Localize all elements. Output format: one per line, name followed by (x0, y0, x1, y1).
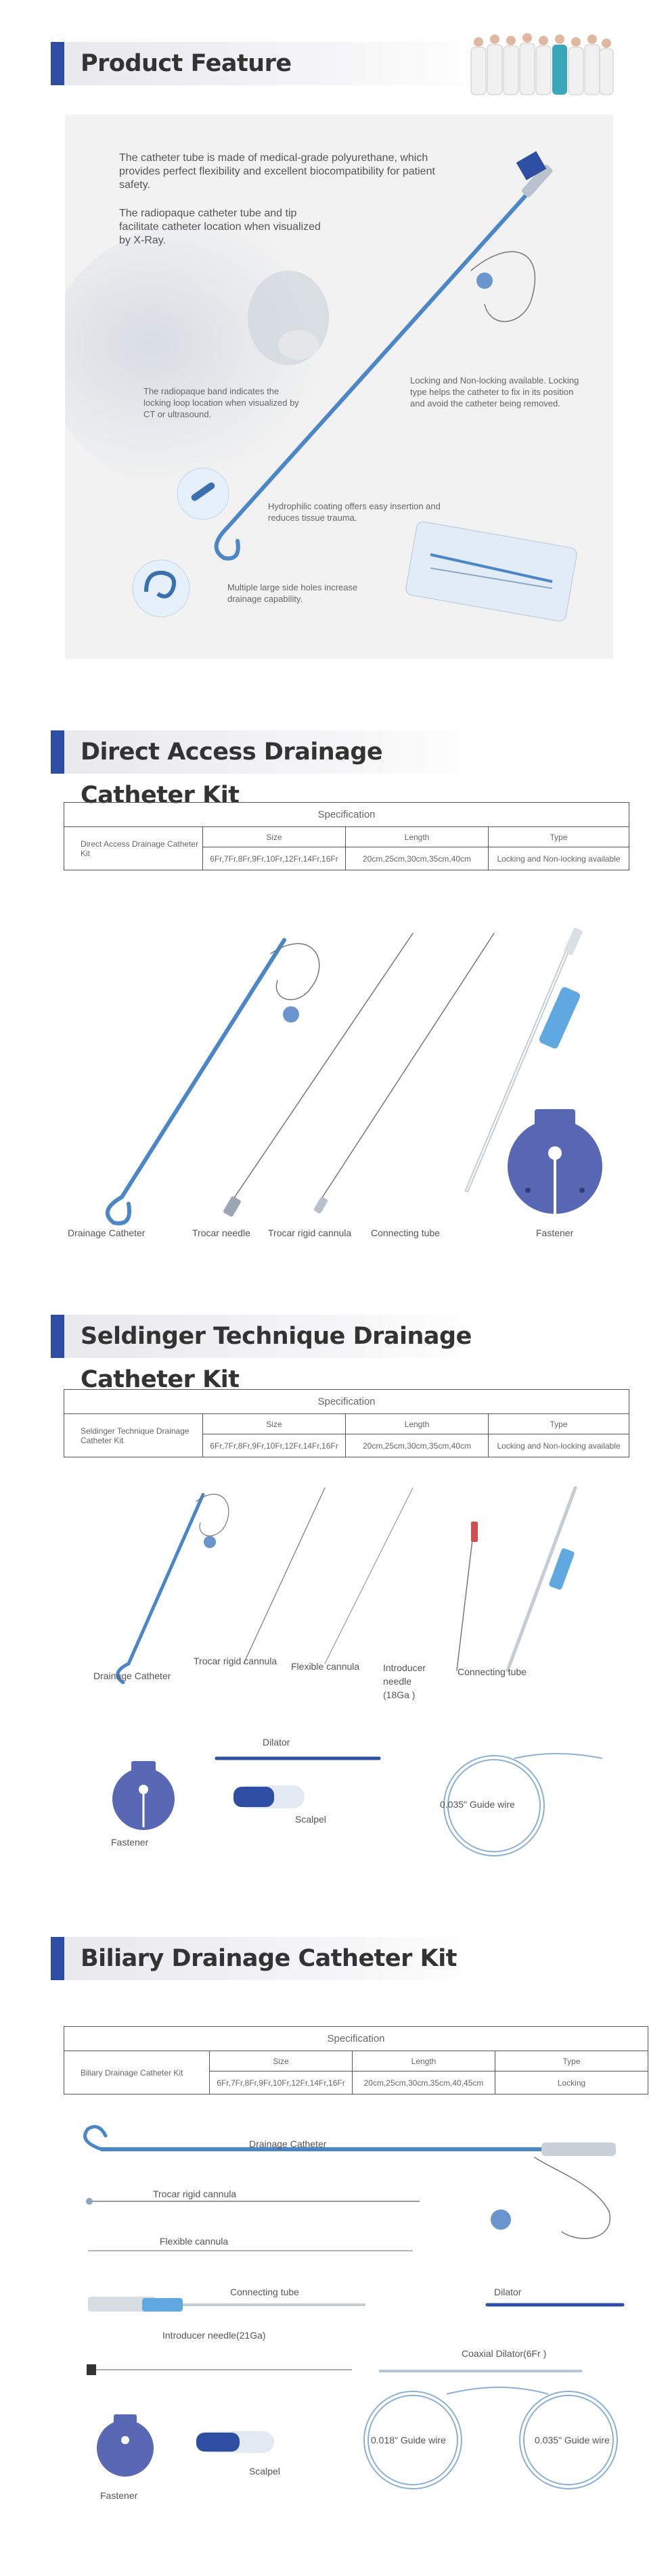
section-accent-bar (51, 730, 64, 774)
spec-value-type: Locking and Non-locking available (488, 1434, 629, 1457)
spec-table-biliary: Specification Biliary Drainage Catheter … (64, 2026, 648, 2094)
spec-table-direct: Specification Direct Access Drainage Cat… (64, 802, 629, 870)
section-header-biliary: Biliary Drainage Catheter Kit (51, 1937, 484, 1980)
item-label-scalpel: Scalpel (249, 2466, 280, 2477)
item-label-dilator: Dilator (494, 2287, 522, 2297)
spec-value-type: Locking (495, 2071, 648, 2094)
spec-value-size: 6Fr,7Fr,8Fr,9Fr,10Fr,12Fr,14Fr,16Fr (202, 847, 346, 870)
fastener-icon (508, 1109, 602, 1214)
catheter-package (405, 521, 577, 622)
section-title: Product Feature (81, 50, 292, 77)
section-title: Seldinger Technique Drainage Catheter Ki… (81, 1323, 472, 1393)
item-label-scalpel: Scalpel (295, 1814, 326, 1825)
item-label-fastener: Fastener (536, 1227, 574, 1238)
feature-text-locking: Locking and Non-locking available. Locki… (410, 375, 579, 408)
item-label-trocar-needle: Trocar needle (192, 1227, 250, 1238)
feature-illustration (65, 151, 577, 622)
item-label-flexible-cannula: Flexible cannula (160, 2236, 229, 2247)
item-label-introducer-needle: Introducer needle (18Ga ) (383, 1662, 426, 1700)
spec-header-length: Length (345, 826, 489, 847)
spec-value-type: Locking and Non-locking available (488, 847, 629, 870)
spec-product-name: Biliary Drainage Catheter Kit (64, 2051, 210, 2094)
section-header-direct: Direct Access Drainage Catheter Kit (51, 730, 484, 809)
item-label-connecting-tube: Connecting tube (371, 1227, 440, 1238)
scalpel-icon (233, 1785, 305, 1808)
spec-header-length: Length (352, 2051, 495, 2071)
spec-caption: Specification (64, 802, 629, 827)
spec-product-name: Direct Access Drainage Catheter Kit (64, 826, 203, 870)
seldinger-accessories (112, 1753, 603, 1856)
feature-text-radiopaque: The radiopaque catheter tube and tip fac… (119, 208, 321, 246)
feature-text-material: The catheter tube is made of medical-gra… (119, 152, 435, 191)
catheter-main (214, 194, 536, 561)
spec-caption: Specification (64, 2026, 648, 2051)
guidewire-icon (363, 2387, 618, 2489)
spec-header-size: Size (209, 2051, 353, 2071)
section-header-feature: Product Feature (51, 42, 484, 85)
spec-table-seldinger: Specification Seldinger Technique Draina… (64, 1389, 629, 1457)
section-header-seldinger: Seldinger Technique Drainage Catheter Ki… (51, 1315, 484, 1393)
item-label-connecting-tube: Connecting tube (457, 1666, 527, 1677)
spec-value-length: 20cm,25cm,30cm,35cm,40cm (345, 1434, 489, 1457)
item-label-trocar-cannula: Trocar rigid cannula (268, 1227, 352, 1238)
medical-team-image (470, 33, 614, 95)
item-label-trocar-cannula: Trocar rigid cannula (194, 1656, 277, 1666)
biliary-kit-illustration (83, 2125, 625, 2489)
item-label-connecting-tube: Connecting tube (230, 2287, 299, 2297)
feature-text-coating: Hydrophilic coating offers easy insertio… (268, 501, 441, 523)
spec-value-size: 6Fr,7Fr,8Fr,9Fr,10Fr,12Fr,14Fr,16Fr (202, 1434, 346, 1457)
spec-value-size: 6Fr,7Fr,8Fr,9Fr,10Fr,12Fr,14Fr,16Fr (209, 2071, 353, 2094)
scalpel-icon (196, 2431, 274, 2453)
spec-header-type: Type (495, 2051, 648, 2071)
item-label-guidewire: 0.035" Guide wire (440, 1799, 515, 1810)
drainage-catheter (83, 2125, 616, 2239)
item-label-fastener: Fastener (111, 1837, 149, 1848)
spec-product-name: Seldinger Technique Drainage Catheter Ki… (64, 1413, 203, 1457)
item-label-flexible-cannula: Flexible cannula (291, 1661, 360, 1672)
section-accent-bar (51, 1315, 64, 1358)
guidewire-icon (443, 1753, 603, 1856)
item-label-catheter: Drainage Catheter (93, 1670, 171, 1681)
section-accent-bar (51, 42, 64, 85)
item-label-catheter: Drainage Catheter (68, 1227, 146, 1238)
spec-header-type: Type (488, 826, 629, 847)
spec-header-type: Type (488, 1413, 629, 1434)
feature-text-holes: Multiple large side holes increase drain… (227, 582, 358, 604)
item-label-guidewire-018: 0.018" Guide wire (371, 2435, 446, 2445)
fastener-icon (112, 1761, 175, 1830)
section-title: Biliary Drainage Catheter Kit (81, 1945, 457, 1972)
spec-header-size: Size (202, 1413, 346, 1434)
direct-kit-illustration (105, 927, 602, 1225)
item-label-introducer-needle: Introducer needle(21Ga) (162, 2330, 266, 2341)
spec-header-size: Size (202, 826, 346, 847)
item-label-dilator: Dilator (263, 1737, 290, 1748)
spec-value-length: 20cm,25cm,30cm,35cm,40,45cm (352, 2071, 495, 2094)
fastener-icon (97, 2414, 154, 2477)
item-label-coaxial-dilator: Coaxial Dilator(6Fr ) (462, 2348, 547, 2359)
spec-header-length: Length (345, 1413, 489, 1434)
seldinger-kit-illustration (116, 1486, 577, 1684)
item-label-trocar-cannula: Trocar rigid cannula (153, 2188, 237, 2199)
feature-text-band: The radiopaque band indicates the lockin… (143, 386, 299, 419)
section-accent-bar (51, 1937, 64, 1980)
item-label-guidewire-035: 0.035" Guide wire (535, 2435, 610, 2445)
item-label-catheter: Drainage Catheter (249, 2138, 327, 2149)
spec-value-length: 20cm,25cm,30cm,35cm,40cm (345, 847, 489, 870)
spec-caption: Specification (64, 1389, 629, 1414)
feature-illustration-panel: The catheter tube is made of medical-gra… (65, 115, 613, 659)
item-label-fastener: Fastener (100, 2490, 138, 2501)
